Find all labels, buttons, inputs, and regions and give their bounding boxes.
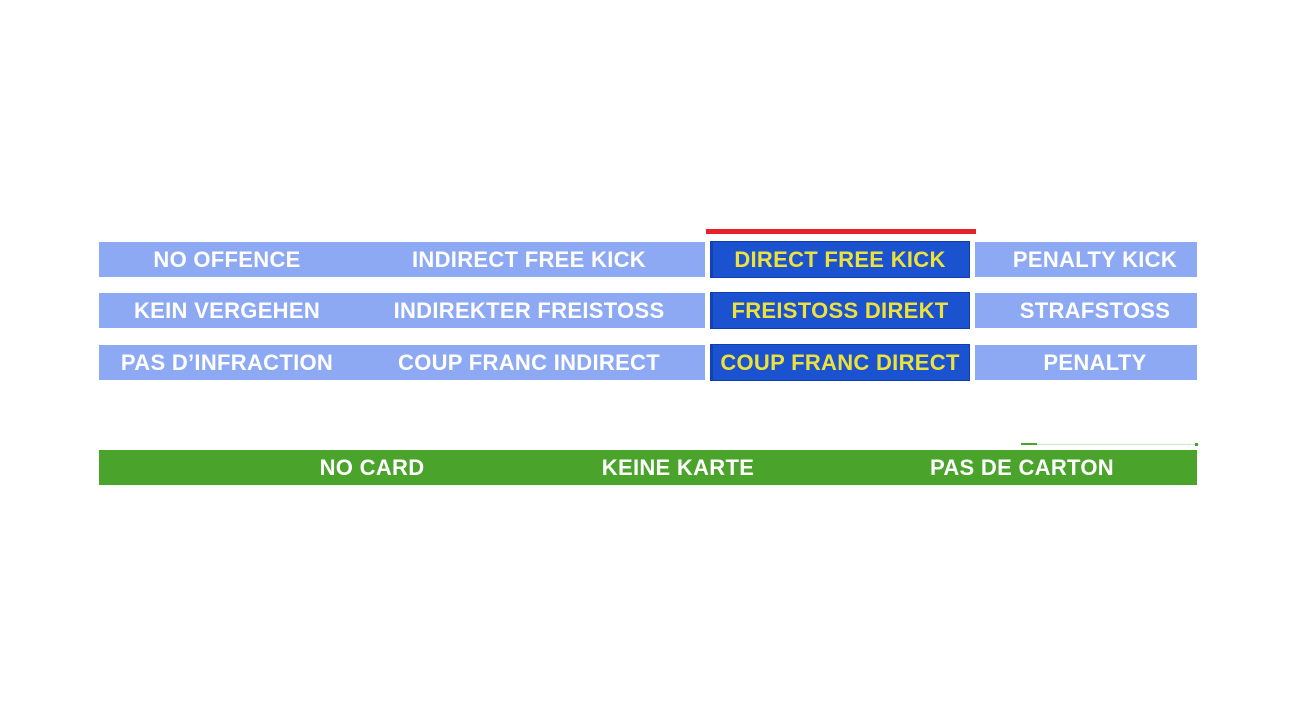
selected-option-label: COUP FRANC DIRECT	[720, 349, 960, 375]
card-bar-indicator-hairline	[1021, 444, 1199, 445]
option-keine-karte[interactable]: KEINE KARTE	[601, 455, 755, 480]
decision-row-german: KEIN VERGEHEN INDIREKTER FREISTOSS FREIS…	[99, 292, 1197, 329]
selected-column-indicator-bar	[706, 229, 976, 234]
option-direct-free-kick-selected[interactable]: COUP FRANC DIRECT	[710, 344, 970, 381]
option-direct-free-kick-selected[interactable]: FREISTOSS DIREKT	[710, 292, 970, 329]
row-left-options-background: KEIN VERGEHEN INDIREKTER FREISTOSS	[99, 293, 705, 328]
option-indirect-free-kick[interactable]: INDIREKTER FREISTOSS	[393, 298, 665, 323]
selected-option-label: FREISTOSS DIREKT	[731, 297, 949, 323]
option-no-offence[interactable]: KEIN VERGEHEN	[133, 298, 321, 323]
row-left-options-background: PAS D’INFRACTION COUP FRANC INDIRECT	[99, 345, 705, 380]
option-indirect-free-kick[interactable]: COUP FRANC INDIRECT	[398, 350, 660, 375]
option-penalty-kick-label: PENALTY	[1043, 350, 1147, 375]
option-no-card[interactable]: NO CARD	[319, 455, 425, 480]
option-penalty-kick[interactable]: PENALTY KICK	[975, 242, 1197, 277]
option-penalty-kick-label: STRAFSTOSS	[1019, 298, 1171, 323]
option-penalty-kick-label: PENALTY KICK	[1012, 247, 1178, 272]
option-direct-free-kick-selected[interactable]: DIRECT FREE KICK	[710, 241, 970, 278]
option-penalty-kick[interactable]: STRAFSTOSS	[975, 293, 1197, 328]
option-pas-de-carton[interactable]: PAS DE CARTON	[930, 455, 1114, 480]
selected-option-label: DIRECT FREE KICK	[734, 246, 946, 272]
option-penalty-kick[interactable]: PENALTY	[975, 345, 1197, 380]
decision-row-french: PAS D’INFRACTION COUP FRANC INDIRECT COU…	[99, 344, 1197, 381]
row-left-options-background: NO OFFENCE INDIRECT FREE KICK	[99, 242, 705, 277]
option-no-offence[interactable]: PAS D’INFRACTION	[120, 350, 334, 375]
option-no-offence[interactable]: NO OFFENCE	[153, 247, 301, 272]
decision-row-english: NO OFFENCE INDIRECT FREE KICK DIRECT FRE…	[99, 241, 1197, 278]
option-indirect-free-kick[interactable]: INDIRECT FREE KICK	[412, 247, 646, 272]
card-bar-indicator-fragment	[1021, 443, 1037, 445]
no-card-bar: NO CARD KEINE KARTE PAS DE CARTON	[99, 450, 1197, 485]
card-bar-indicator-dot	[1195, 443, 1198, 446]
